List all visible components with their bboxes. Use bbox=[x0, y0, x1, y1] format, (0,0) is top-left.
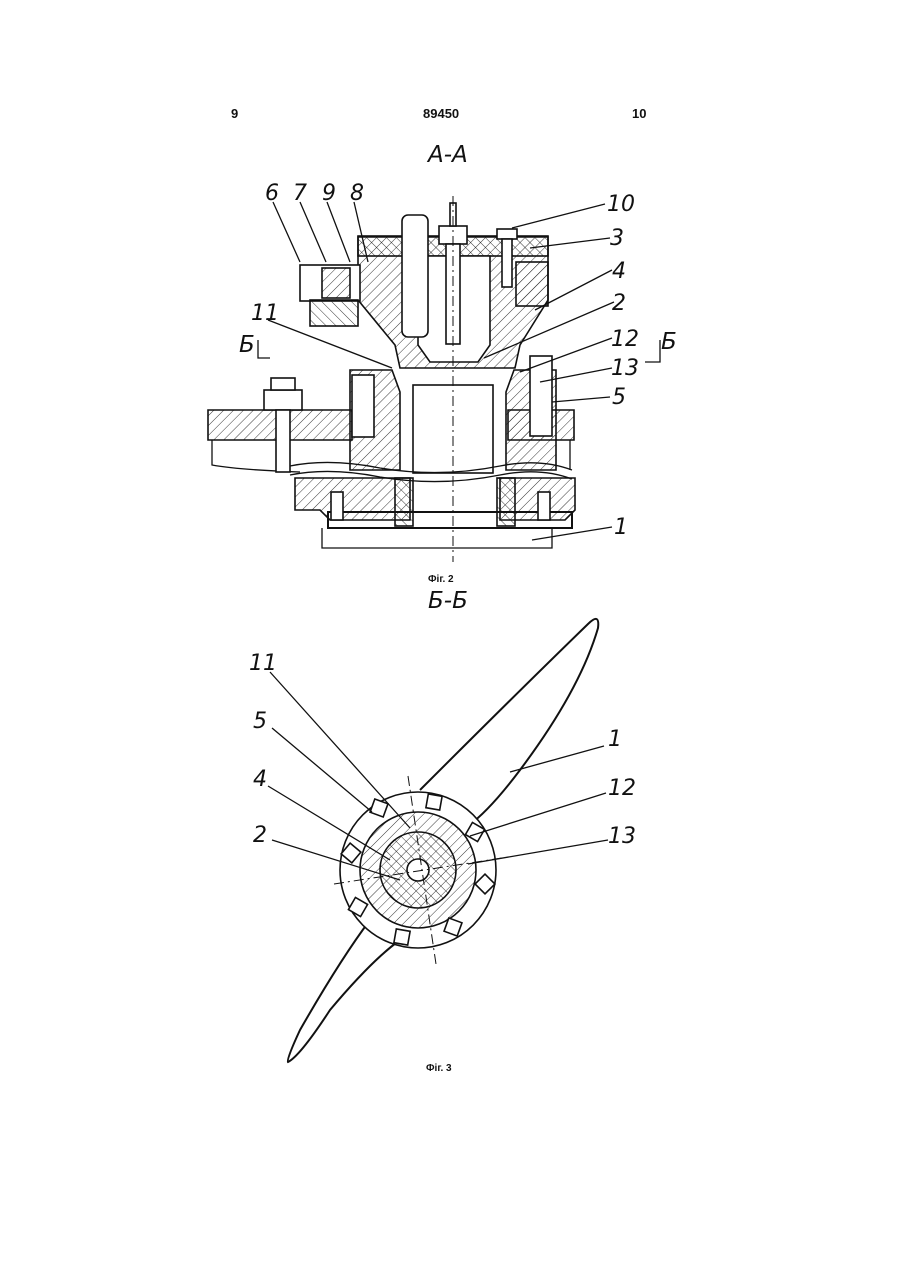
label-13: 13 bbox=[608, 824, 636, 849]
side-bolt-right bbox=[530, 356, 552, 436]
stud-top bbox=[271, 378, 295, 390]
fig2-section-title: А-А bbox=[426, 142, 468, 168]
stud-shank bbox=[276, 410, 290, 472]
label-1: 1 bbox=[614, 515, 628, 540]
seal-right bbox=[497, 478, 515, 526]
label-4: 4 bbox=[253, 767, 267, 792]
label-2: 2 bbox=[612, 291, 626, 316]
label-11: 11 bbox=[251, 301, 279, 326]
top-pin bbox=[402, 215, 428, 337]
label-4: 4 bbox=[612, 259, 626, 284]
figure-3-drawing: Б-Б 11 5 4 2 1 12 bbox=[249, 588, 636, 1062]
bolt bbox=[426, 794, 442, 810]
lower-bolt-left bbox=[331, 492, 343, 520]
blade-hub-1 bbox=[322, 528, 552, 548]
bolt-10-head bbox=[497, 229, 517, 239]
label-7: 7 bbox=[293, 181, 307, 206]
label-11: 11 bbox=[249, 651, 277, 676]
label-1: 1 bbox=[608, 727, 622, 752]
section-mark-right: Б bbox=[661, 329, 677, 355]
figure-2-drawing: А-А bbox=[208, 142, 677, 562]
fig3-section-title: Б-Б bbox=[428, 588, 468, 614]
label-9: 9 bbox=[322, 181, 336, 206]
label-2: 2 bbox=[253, 823, 267, 848]
label-5: 5 bbox=[253, 709, 267, 734]
label-5: 5 bbox=[612, 385, 626, 410]
lower-bolt-right bbox=[538, 492, 550, 520]
right-block bbox=[516, 262, 548, 306]
side-bolt-left bbox=[352, 375, 374, 437]
label-12: 12 bbox=[611, 327, 639, 352]
label-3: 3 bbox=[610, 226, 624, 251]
section-mark-left: Б bbox=[239, 332, 255, 358]
bolt-10-shank bbox=[502, 239, 512, 287]
label-8: 8 bbox=[350, 181, 364, 206]
blade-upper bbox=[420, 619, 598, 826]
section-arrow-right bbox=[645, 340, 660, 362]
arm-clamp bbox=[310, 300, 358, 326]
label-6: 6 bbox=[265, 181, 279, 206]
seal-left bbox=[395, 478, 413, 526]
section-arrow-left bbox=[258, 340, 270, 358]
label-13: 13 bbox=[611, 356, 639, 381]
lower-housing-left bbox=[295, 478, 410, 520]
fig2-caption: Фіг. 2 bbox=[428, 574, 454, 585]
arm-insert-7 bbox=[322, 268, 350, 298]
label-12: 12 bbox=[608, 776, 636, 801]
stud-nut bbox=[264, 390, 302, 410]
label-10: 10 bbox=[607, 192, 635, 217]
bolt bbox=[394, 929, 410, 945]
blade-lower bbox=[288, 920, 400, 1062]
fig3-caption: Фіг. 3 bbox=[426, 1063, 452, 1074]
hub-center bbox=[407, 859, 429, 881]
